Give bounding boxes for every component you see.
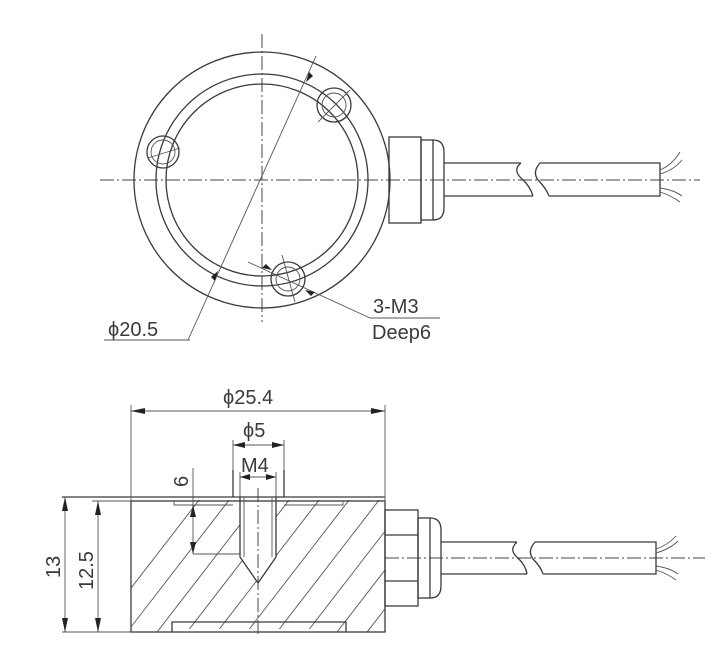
mounting-hole-3 — [270, 254, 306, 303]
outer-circle — [133, 51, 391, 309]
cable-side — [441, 535, 679, 581]
mounting-hole-2 — [316, 87, 352, 123]
inner-ring-inner — [165, 83, 359, 277]
cable-gland-top — [388, 136, 445, 224]
thread-label: M4 — [241, 455, 269, 477]
diameter-leader — [187, 55, 317, 341]
thread-depth-label: 6 — [171, 476, 193, 487]
hole-leader — [247, 261, 371, 319]
body-height-label: 12.5 — [76, 551, 98, 590]
inner-ring-outer — [155, 73, 369, 287]
hole-depth-label: Deep6 — [372, 322, 431, 344]
total-height-label: 13 — [43, 556, 65, 578]
top-view: ϕ20.5 3-M3 Deep6 — [100, 34, 700, 344]
mounting-hole-1 — [146, 135, 181, 169]
top-diameter-label: ϕ20.5 — [108, 319, 158, 341]
hole-spec-label: 3-M3 — [373, 296, 419, 318]
side-diameter-label: ϕ25.4 — [223, 387, 273, 409]
side-view: ϕ25.4 ϕ5 M4 6 13 12.5 — [43, 387, 705, 636]
cable-top — [444, 151, 683, 203]
boss-diameter-label: ϕ5 — [243, 420, 265, 442]
